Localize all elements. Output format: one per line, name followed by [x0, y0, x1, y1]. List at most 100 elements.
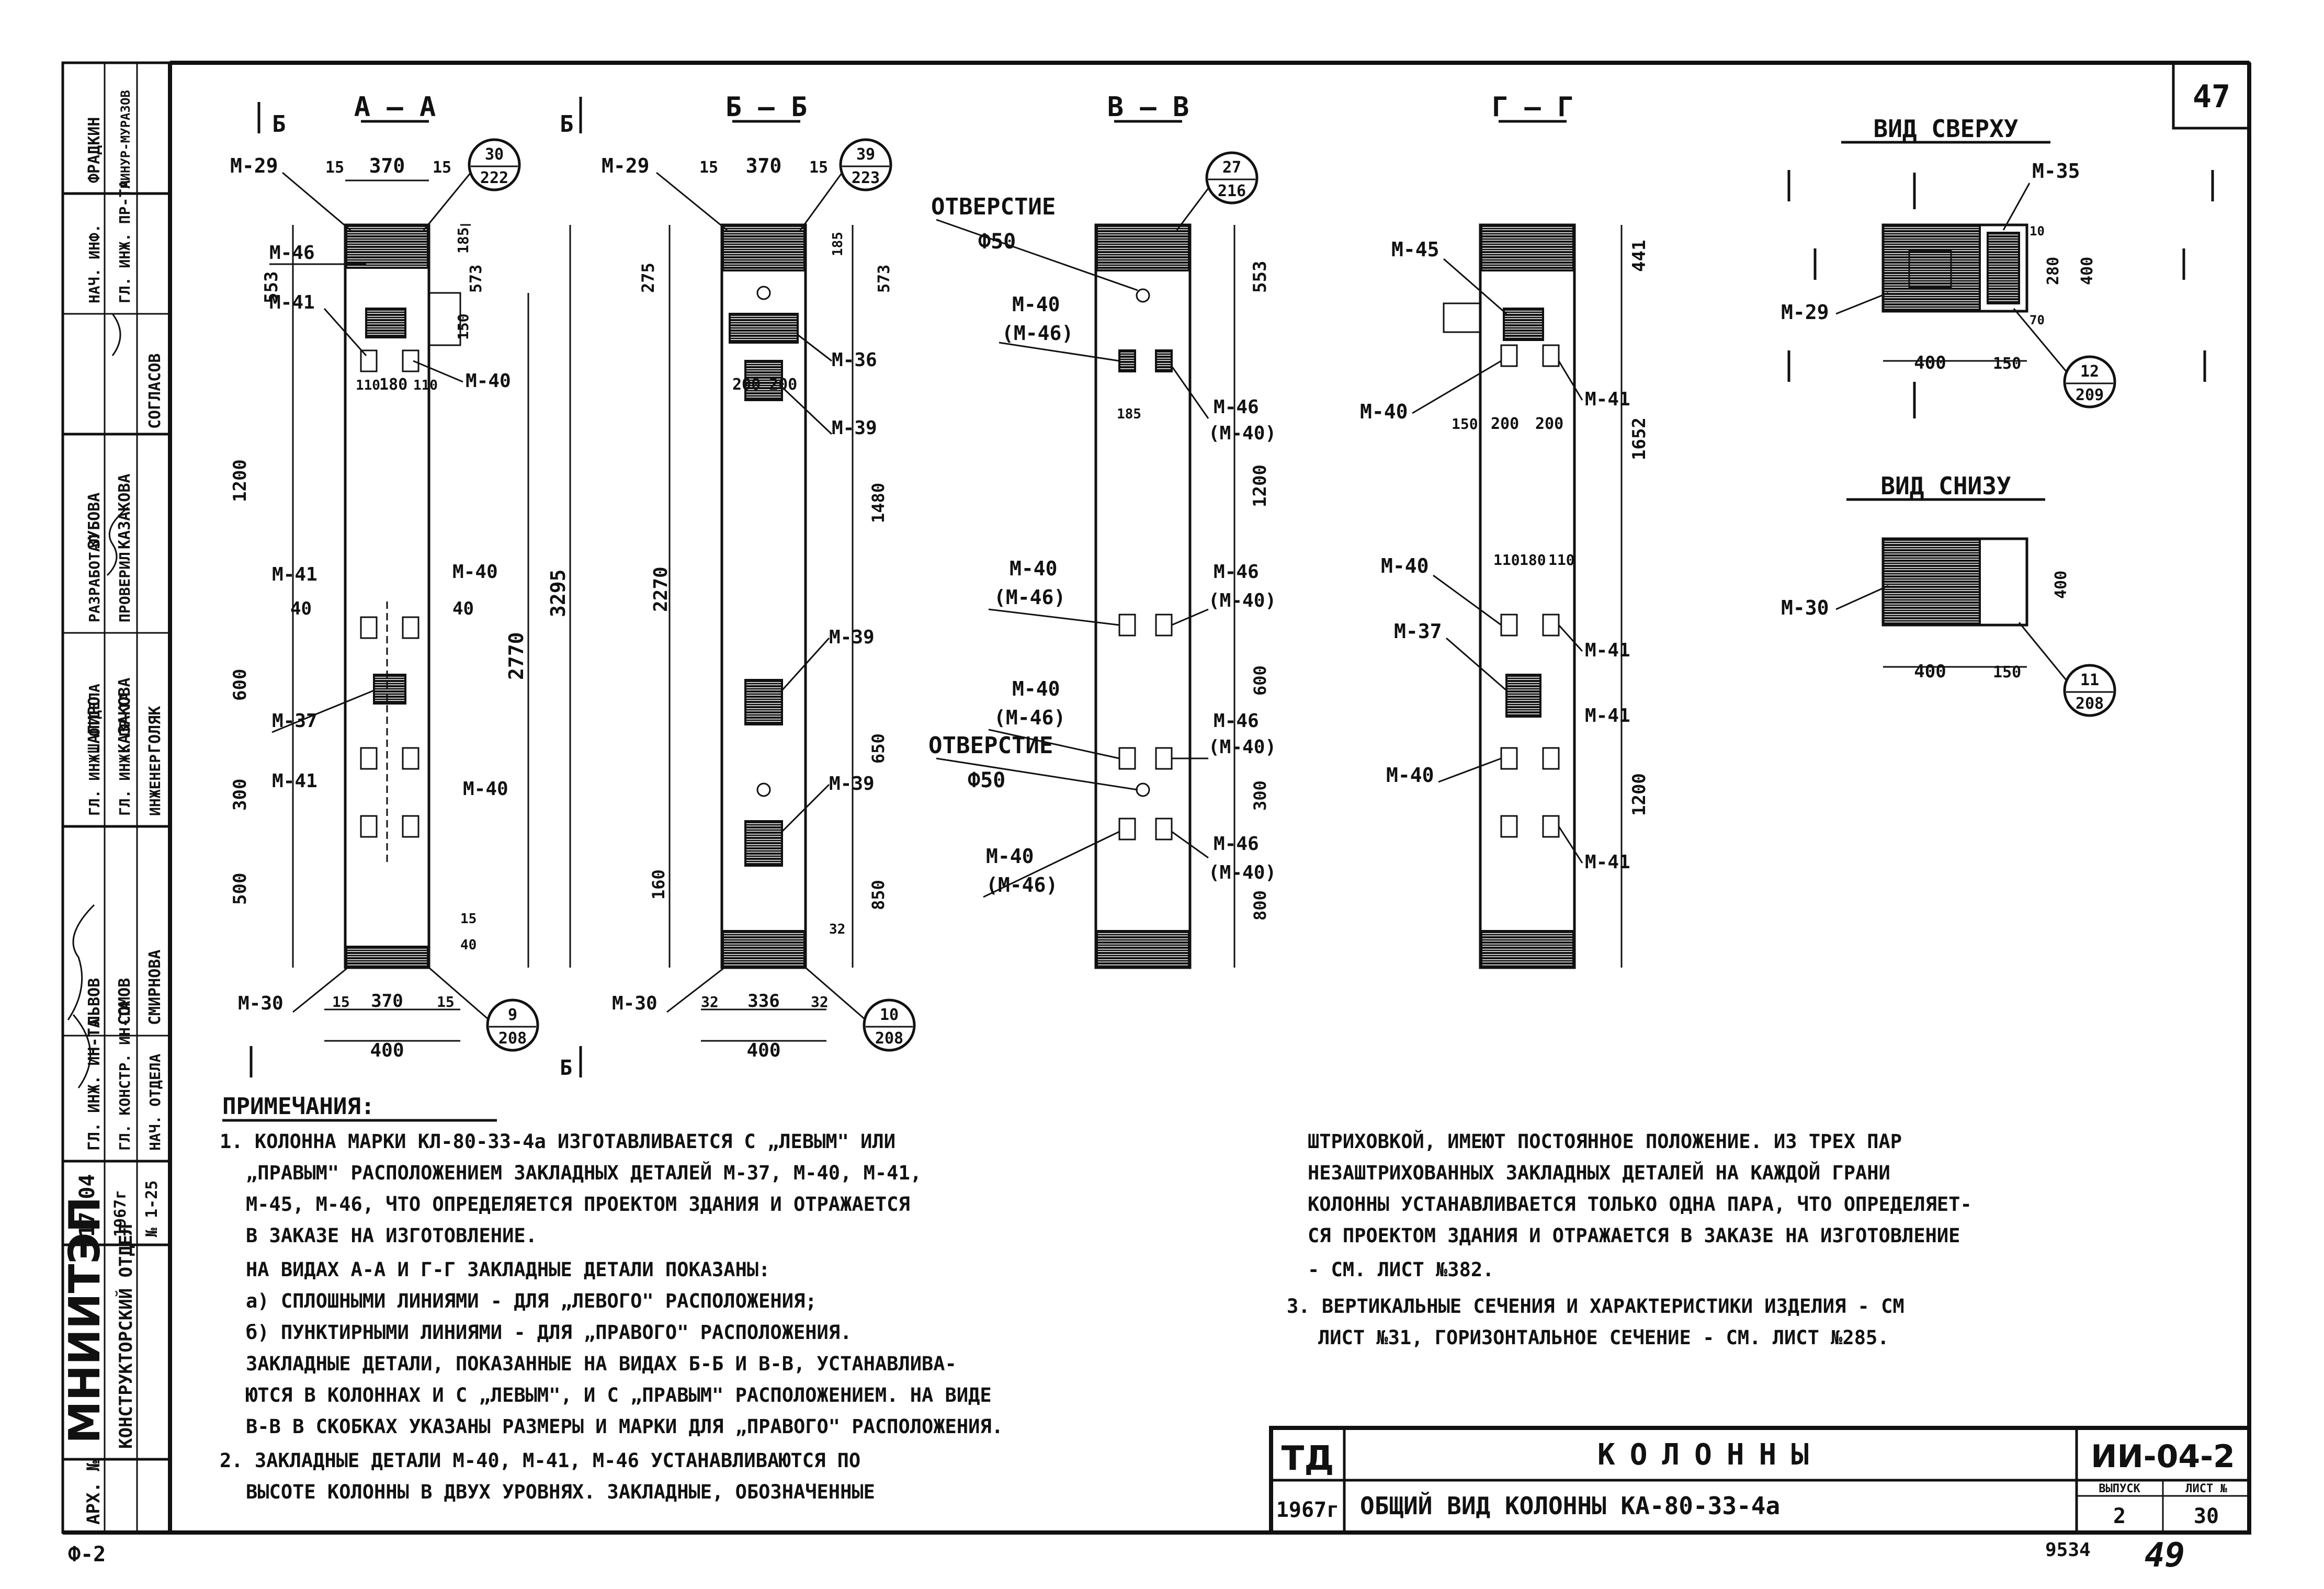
v-label-m40-2: М-40	[1010, 557, 1058, 580]
stamp-name-4: КАЗАКОВА	[116, 678, 134, 754]
v-label-m40-3: М-40	[1012, 677, 1060, 700]
a-dim-553: 553	[261, 271, 282, 303]
corner-number: 47	[2193, 78, 2230, 115]
a-dim-573: 573	[467, 265, 485, 293]
a-dim-150: 150	[455, 313, 472, 340]
a-mark-bottom-right: Б	[560, 1056, 572, 1080]
v-label-m40p-1: (М-40)	[1208, 423, 1276, 444]
b-dim-32-br: 32	[811, 993, 829, 1011]
stamp-role-3: ГЛ. ИНЖ. ОТДЕЛА	[86, 684, 103, 816]
g-bottom-plate	[1480, 930, 1574, 969]
section-a-a: А — А Б Б 370 15 15 553 573	[230, 92, 582, 1080]
b-dim-1480: 1480	[868, 483, 888, 523]
stamp-role-4: ГЛ. ИНЖ. ПР-ТА	[116, 693, 133, 816]
a-dim-15-b: 15	[460, 911, 477, 927]
b-dim-160: 160	[649, 869, 668, 900]
a-dim-185: 185	[455, 227, 472, 254]
b-label-m39-top: М-39	[832, 417, 877, 439]
g-label-m40-mid: М-40	[1381, 554, 1429, 577]
v-label-m46p-3: (М-46)	[994, 706, 1065, 729]
view-bottom-title: ВИД СНИЗУ	[1880, 472, 2011, 500]
title-subtitle: ОБЩИЙ ВИД КОЛОННЫ КА-80-33-4а	[1360, 1492, 1780, 1520]
note-right-6: ЛИСТ №31, ГОРИЗОНТАЛЬНОЕ СЕЧЕНИЕ - СМ. Л…	[1318, 1326, 1889, 1349]
v-dim-300: 300	[1250, 780, 1270, 811]
title-block: ТД 1967г КОЛОННЫ ОБЩИЙ ВИД КОЛОННЫ КА-80…	[1269, 1426, 2251, 1535]
bottom-view-outline	[1881, 537, 2028, 627]
a-dim-3295: 3295	[547, 569, 570, 617]
g-dim-110-l: 110	[1493, 551, 1520, 569]
corner-number-box	[2172, 61, 2251, 130]
title-issue-label: ВЫПУСК	[2099, 1482, 2140, 1495]
top-dim-70: 70	[2030, 313, 2045, 327]
v-label-m40-1: М-40	[1012, 293, 1060, 316]
stamp-name-1: СОМОВ	[116, 978, 134, 1025]
b-label-m39-mid: М-39	[829, 627, 875, 648]
b-m39-lower	[744, 820, 783, 867]
stamp-date2: 1967г	[111, 1190, 130, 1237]
b-dim-32-bl: 32	[701, 993, 719, 1011]
g-label-m40-top: М-40	[1360, 400, 1408, 423]
top-dim-400: 400	[1914, 353, 1946, 373]
signature-scribble	[67, 904, 95, 1088]
signature-scribble-2	[106, 313, 129, 576]
b-m36	[729, 313, 799, 344]
b-dim-275: 275	[638, 263, 658, 293]
column-v-outline	[1094, 223, 1192, 969]
b-dim-200-r: 200	[769, 376, 797, 394]
a-dim-370-b: 370	[371, 991, 403, 1012]
a-dim-180: 180	[379, 376, 407, 394]
a-label-m41-top: М-41	[269, 292, 315, 313]
a-dim-15-br: 15	[437, 993, 455, 1011]
a-label-m41-low: М-41	[272, 770, 318, 792]
stamp-role-1: ГЛ. КОНСТР. ИН-ТА	[116, 1001, 133, 1151]
g-label-m41-low: М-41	[1585, 705, 1630, 727]
a-dim-1200: 1200	[230, 459, 251, 502]
v-label-m46p-1: (М-46)	[1002, 322, 1073, 345]
note-right-2: КОЛОННЫ УСТАНАВЛИВАЕТСЯ ТОЛЬКО ОДНА ПАРА…	[1308, 1193, 1972, 1216]
stamp-role-7: ПРОВЕРИЛ	[116, 552, 133, 622]
v-label-m40p-4: (М-40)	[1208, 862, 1276, 883]
a-label-m46: М-46	[269, 242, 315, 264]
v-label-m46p-4: (М-46)	[986, 873, 1058, 896]
bottom-dim-400v: 400	[2052, 571, 2070, 599]
b-dim-650: 650	[868, 733, 888, 764]
a-dim-500: 500	[230, 873, 251, 905]
b-m39-upper	[744, 679, 783, 725]
v-label-m46-3: М-46	[1214, 710, 1259, 732]
note-right-0: ШТРИХОВКОЙ, ИМЕЮТ ПОСТОЯННОЕ ПОЛОЖЕНИЕ. …	[1308, 1130, 1902, 1153]
top-dim-280: 280	[2044, 257, 2062, 285]
g-dim-150: 150	[1452, 415, 1478, 433]
v-callout-top-n: 27	[1222, 158, 1241, 177]
a-callout-bot-n: 9	[508, 1006, 517, 1024]
stamp-num: № 1-25	[143, 1181, 161, 1237]
a-m40-upper	[402, 349, 420, 372]
top-dim-150: 150	[1993, 355, 2021, 373]
stamp-role-9: ГЛ. ИНЖ. ПР-ТА	[116, 180, 133, 303]
note-line-5: а) СПЛОШНЫМИ ЛИНИЯМИ - ДЛЯ „ЛЕВОГО" РАСП…	[246, 1290, 817, 1312]
bottom-label-m30: М-30	[1781, 596, 1829, 619]
a-dim-110-l: 110	[356, 378, 380, 393]
v-label-m46p-2: (М-46)	[994, 586, 1065, 609]
b-dim-400: 400	[746, 1040, 780, 1061]
b-label-m29: М-29	[602, 154, 650, 177]
note-line-6: б) ПУНКТИРНЫМИ ЛИНИЯМИ - ДЛЯ „ПРАВОГО" Р…	[246, 1321, 852, 1344]
stamp-arch: АРХ. №	[83, 1460, 104, 1525]
note-right-3: СЯ ПРОЕКТОМ ЗДАНИЯ И ОТРАЖАЕТСЯ В ЗАКАЗЕ…	[1308, 1224, 1960, 1247]
g-label-m45: М-45	[1391, 238, 1439, 261]
v-bottom-plate	[1096, 930, 1190, 969]
top-dim-400v: 400	[2078, 257, 2096, 285]
b-callout-bot-n: 10	[880, 1006, 899, 1024]
top-callout-d: 209	[2076, 386, 2104, 404]
b-dim-200-l: 200	[732, 376, 761, 394]
view-top-title: ВИД СВЕРХУ	[1874, 115, 2019, 143]
top-view-outline	[1881, 223, 2028, 313]
notes: ПРИМЕЧАНИЯ: 1. КОЛОННА МАРКИ КЛ-80-33-4а…	[220, 1093, 1972, 1503]
note-line-9: В-В В СКОБКАХ УКАЗАНЫ РАЗМЕРЫ И МАРКИ ДЛ…	[246, 1415, 1003, 1438]
note-line-11: ВЫСОТЕ КОЛОННЫ В ДВУХ УРОВНЯХ. ЗАКЛАДНЫЕ…	[246, 1481, 875, 1503]
b-dim-370: 370	[746, 154, 782, 177]
stamp-name-5: ГОЛЯК	[146, 706, 164, 753]
a-callout-top-d: 222	[480, 169, 508, 187]
bottom-dim-400: 400	[1914, 661, 1946, 682]
g-top-plate	[1480, 225, 1574, 271]
